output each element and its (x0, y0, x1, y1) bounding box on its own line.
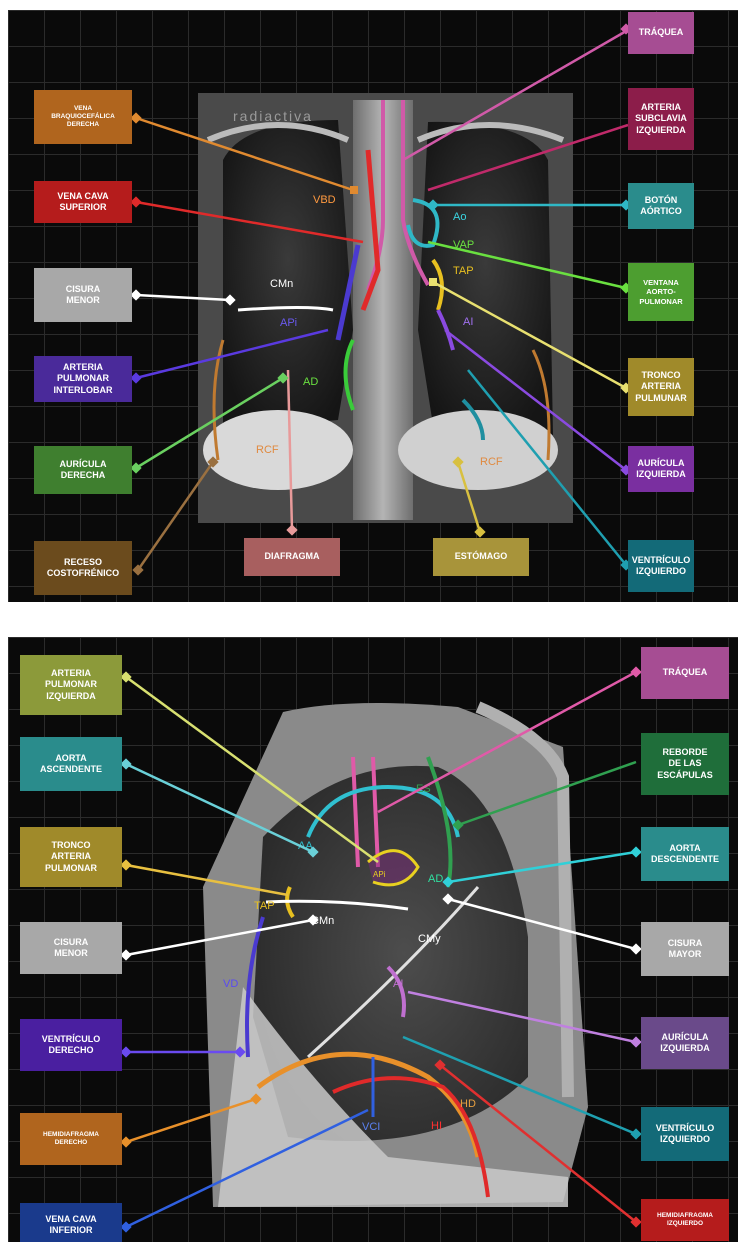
label-box-receso: RECESO COSTOFRÉNICO (34, 541, 132, 595)
label-box-auricula-izquierda: AURÍCULA IZQUIERDA (628, 446, 694, 492)
label-box-ventriculo-izquierdo: VENTRÍCULO IZQUIERDO (628, 540, 694, 592)
label-ai: AI (463, 316, 473, 328)
label-cmy: CMy (418, 933, 441, 945)
label-box-estomago: ESTÓMAGO (433, 538, 529, 576)
left-lung (418, 122, 553, 435)
label-box-cisura-menor: CISURA MENOR (20, 922, 122, 974)
label-cmn: CMn (270, 278, 293, 290)
label-box-ventriculo-derecho: VENTRÍCULO DERECHO (20, 1019, 122, 1071)
label-vci: VCI (362, 1121, 380, 1133)
label-box-cisura-mayor: CISURA MAYOR (641, 922, 729, 976)
label-box-escapulas: REBORDE DE LAS ESCÁPULAS (641, 733, 729, 795)
label-api: APi (280, 317, 297, 329)
label-hi: HI (431, 1120, 442, 1132)
watermark: radiactiva (233, 108, 313, 124)
label-vbd: VBD (313, 194, 336, 206)
label-box-auricula-derecha: AURÍCULA DERECHA (34, 446, 132, 494)
label-tap: TAP (453, 265, 474, 277)
label-box-cisura-menor: CISURA MENOR (34, 268, 132, 322)
label-api: APi (373, 870, 386, 879)
label-box-auricula-izquierda: AURÍCULA IZQUIERDA (641, 1017, 729, 1069)
label-box-hemidiafragma-izquierdo: HEMIDIAFRAGMA IZQUIERDO (641, 1199, 729, 1241)
label-ai: AI (393, 978, 403, 990)
label-box-vena-cava-superior: VENA CAVA SUPERIOR (34, 181, 132, 223)
label-vd: VD (223, 978, 238, 990)
label-box-aorta-ascendente: AORTA ASCENDENTE (20, 737, 122, 791)
label-box-subclavia: ARTERIA SUBCLAVIA IZQUIERDA (628, 88, 694, 150)
label-box-tronco-pulmonar: TRONCO ARTERIA PULMUNAR (628, 358, 694, 416)
label-box-vena-braquiocefalica: VENA BRAQUIOCEFÁLICA DERECHA (34, 90, 132, 144)
label-tap: TAP (254, 900, 275, 912)
label-rcf-right: RCF (256, 444, 279, 456)
lateral-view-panel: AA APi AD ES TAP CMn CMy AI VD HD HI VCI (8, 637, 738, 1242)
label-rcf-left: RCF (480, 456, 503, 468)
label-ao: Ao (453, 211, 466, 223)
label-box-vena-cava-inferior: VENA CAVA INFERIOR (20, 1203, 122, 1242)
label-ad: AD (303, 376, 318, 388)
label-box-ventana: VENTANA AORTO- PULMONAR (628, 263, 694, 321)
pa-view-panel: radiactiva VBD Ao VAP TAP CMn APi AI AD … (8, 10, 738, 602)
label-box-hemidiafragma-derecho: HEMIDIAFRAGMA DERECHO (20, 1113, 122, 1165)
label-box-arteria-pulmonar-izquierda: ARTERIA PULMONAR IZQUIERDA (20, 655, 122, 715)
label-box-tronco-pulmonar: TRONCO ARTERIA PULMONAR (20, 827, 122, 887)
label-box-boton-aortico: BOTÓN AÓRTICO (628, 183, 694, 229)
label-box-traquea: TRÁQUEA (641, 647, 729, 699)
label-box-traquea: TRÁQUEA (628, 12, 694, 54)
label-box-diafragma: DIAFRAGMA (244, 538, 340, 576)
label-box-aorta-descendente: AORTA DESCENDENTE (641, 827, 729, 881)
label-ad: AD (428, 873, 443, 885)
label-hd: HD (460, 1098, 476, 1110)
label-box-ventriculo-izquierdo: VENTRÍCULO IZQUIERDO (641, 1107, 729, 1161)
label-box-arteria-interlobar: ARTERIA PULMONAR INTERLOBAR (34, 356, 132, 402)
